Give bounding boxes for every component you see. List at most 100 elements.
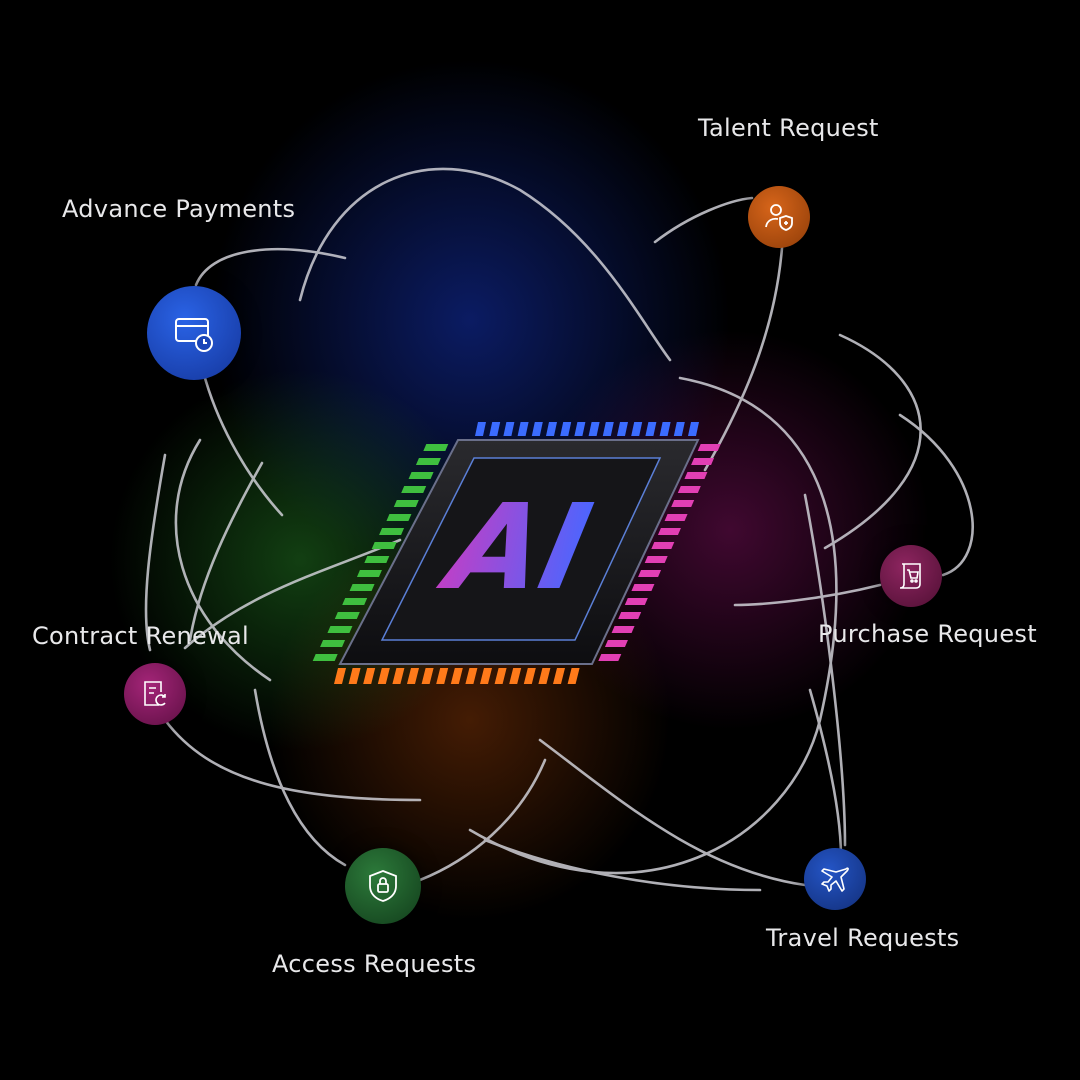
shield-lock-icon	[369, 870, 397, 902]
chip-pin	[517, 422, 529, 436]
orbit-curve	[733, 583, 882, 607]
chip-pin	[480, 668, 492, 684]
card-clock-icon	[175, 318, 213, 352]
chip-pin	[364, 556, 390, 563]
chip-pin	[379, 528, 405, 535]
purchase-request-node[interactable]	[880, 545, 942, 607]
chip-pin	[421, 668, 434, 684]
chip-pins-bottom	[334, 668, 580, 684]
orbit-curve	[803, 493, 847, 847]
chip-pin	[475, 422, 486, 436]
chip-pin	[560, 422, 572, 436]
chip-pin	[602, 422, 614, 436]
chip-pin	[546, 422, 557, 436]
orbit-curve	[483, 838, 762, 892]
chip-pin	[645, 422, 657, 436]
orbit-curve	[183, 538, 402, 650]
user-shield-icon	[765, 204, 793, 231]
chip-pin	[393, 500, 419, 507]
chip-pin	[684, 472, 708, 479]
chip-pin	[401, 486, 427, 493]
chip-pin	[638, 570, 662, 577]
chip-pin	[363, 668, 376, 684]
chip-inner-panel	[380, 457, 662, 641]
chip-pin	[509, 668, 522, 684]
advance-payments-label: Advance Payments	[62, 195, 296, 223]
chip-pin	[531, 422, 543, 436]
travel-requests-node[interactable]	[804, 848, 866, 910]
advance-payments-node[interactable]	[147, 286, 241, 380]
chip-pin	[624, 598, 648, 605]
contract-renewal-label: Contract Renewal	[32, 622, 250, 650]
chip-pin	[553, 668, 565, 684]
orbit-curve	[253, 688, 347, 867]
talent-request-label: Talent Request	[698, 114, 879, 142]
chip-pin	[327, 626, 353, 633]
chip-pin	[407, 668, 419, 684]
chip-pin	[664, 514, 688, 521]
orbit-curve	[823, 333, 922, 550]
chip-pin	[465, 668, 478, 684]
orbit-curve	[538, 738, 807, 887]
chip-pin	[631, 584, 655, 591]
chip-pin	[538, 668, 551, 684]
orbit-curve	[898, 413, 974, 577]
contract-renewal-node[interactable]	[124, 663, 186, 725]
orbit-curve	[144, 453, 167, 652]
chip-pin	[574, 422, 586, 436]
chip-pin	[588, 422, 600, 436]
chip-pin	[450, 668, 463, 684]
chip-pin	[523, 668, 536, 684]
chip-pin	[677, 486, 701, 493]
chip-pin	[436, 668, 449, 684]
chip-pin	[342, 598, 368, 605]
orbit-curve	[703, 246, 784, 472]
orbit-curve	[194, 247, 347, 287]
orbit-curve	[174, 438, 272, 682]
chip-pin	[312, 654, 338, 661]
chip-pin	[657, 528, 681, 535]
chip-pin	[320, 640, 346, 647]
document-refresh-icon	[144, 681, 166, 706]
talent-request-node[interactable]	[748, 186, 810, 248]
chip-pin	[644, 556, 668, 563]
chip-pin	[697, 444, 721, 451]
chip-pin	[494, 668, 507, 684]
chip-pin	[673, 422, 685, 436]
chip-pin	[415, 458, 441, 465]
chip-pin	[617, 422, 628, 436]
chip-pins-left	[312, 444, 449, 661]
chip-pin	[349, 584, 375, 591]
chip-pin	[423, 444, 449, 451]
orbit-curve	[298, 167, 672, 362]
chip-pins-top	[475, 422, 699, 436]
orbit-curve	[163, 718, 422, 802]
chip-pin	[348, 668, 361, 684]
chip-pin	[598, 654, 622, 661]
chip-pin	[618, 612, 642, 619]
chip-pin	[659, 422, 671, 436]
purchase-request-label: Purchase Request	[818, 620, 1037, 648]
chip-pin	[408, 472, 434, 479]
chip-pin	[356, 570, 382, 577]
orbit-curve	[203, 376, 284, 517]
chip-pin	[371, 542, 397, 549]
chip-pin	[611, 626, 635, 633]
chip-pin	[377, 668, 390, 684]
orbit-curve	[653, 196, 754, 244]
chip-pin	[503, 422, 515, 436]
chip-pin	[392, 668, 405, 684]
travel-requests-label: Travel Requests	[766, 924, 960, 952]
access-requests-node[interactable]	[345, 848, 421, 924]
chip-pin	[691, 458, 715, 465]
chip-pin	[489, 422, 501, 436]
chip-pin	[334, 668, 346, 684]
orbit-curve	[468, 376, 838, 875]
chip-pin	[671, 500, 695, 507]
chip-pin	[631, 422, 643, 436]
chip-pins-right	[598, 444, 721, 661]
orbit-curve	[188, 461, 264, 642]
cart-receipt-icon	[899, 563, 921, 589]
